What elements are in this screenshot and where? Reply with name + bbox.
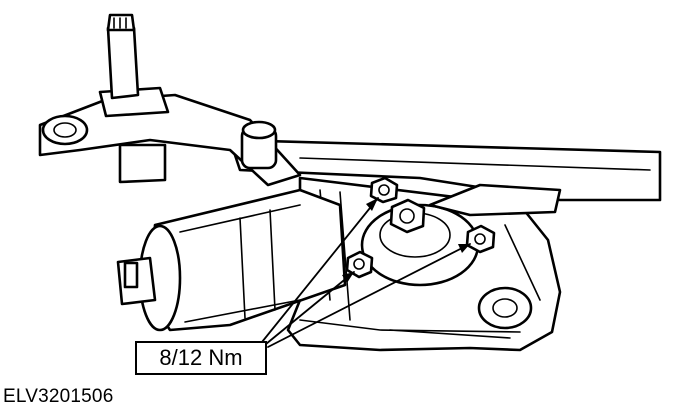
wiper-spindle [106,13,140,100]
torque-callout: 8/12 Nm [135,341,267,375]
figure-reference-id: ELV3201506 [3,386,114,407]
bolt-right [465,224,496,254]
mounting-hole [477,286,533,330]
wiper-motor [116,188,347,332]
bolt-center-nut [389,198,426,234]
pivot-arm [38,86,302,187]
drive-link-bar [228,138,662,217]
bolt-lower-left [345,250,374,279]
bolt-upper-left [369,176,399,204]
callout-leader-lines [261,197,471,348]
crank-pivot [240,120,278,170]
torque-value: 8/12 Nm [159,345,243,370]
